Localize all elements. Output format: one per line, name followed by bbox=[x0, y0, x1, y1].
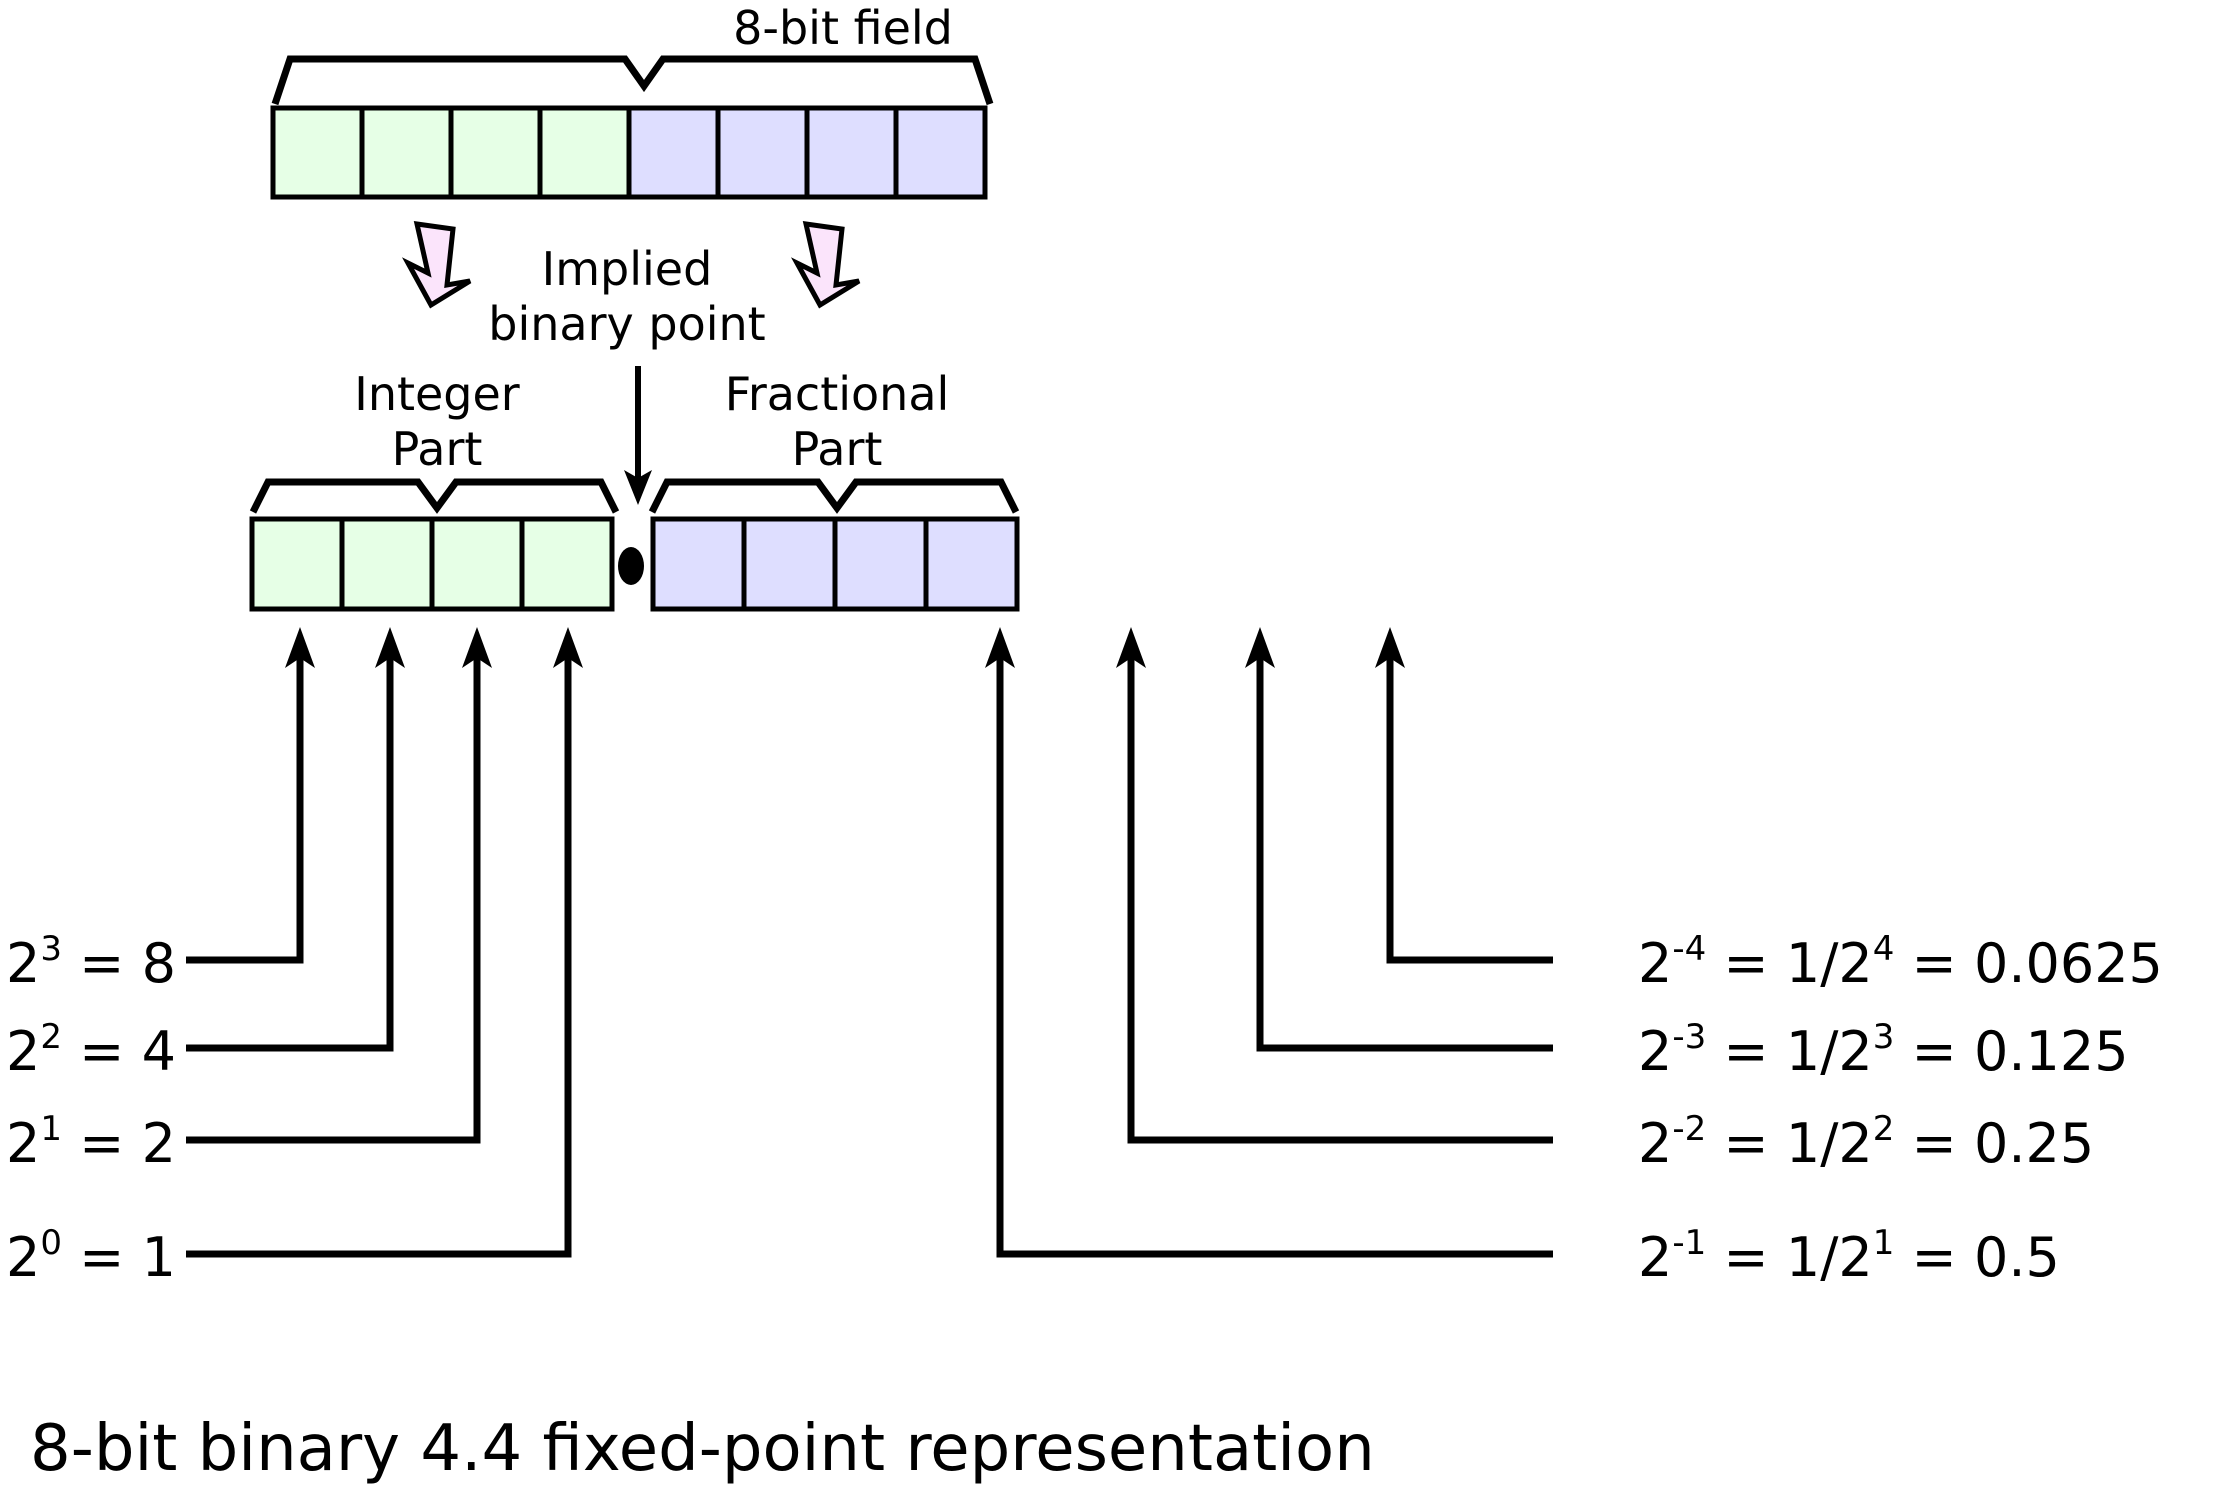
integer-weight-2: 21 = 2 bbox=[6, 1109, 176, 1175]
fractional-weight-1-exp: -3 bbox=[1672, 1017, 1706, 1057]
top-cell-int-1 bbox=[448, 105, 543, 200]
connector-frac-bit2 bbox=[1127, 655, 1553, 1144]
implied-label-line1: Implied bbox=[542, 242, 713, 296]
connector-frac-bit4 bbox=[1386, 655, 1553, 964]
fractional-part-label-line1: Fractional bbox=[725, 367, 950, 421]
fractional-weight-0-midexp: 4 bbox=[1873, 929, 1895, 969]
fractional-weight-3-base: 2 bbox=[1638, 1226, 1672, 1289]
fractional-weight-0-base: 2 bbox=[1638, 932, 1672, 995]
top-cell-frac-4 bbox=[893, 105, 988, 200]
fractional-weight-labels: 2-4 = 1/24 = 0.0625 2-3 = 1/23 = 0.125 2… bbox=[1638, 929, 2163, 1289]
diagram-caption: 8-bit binary 4.4 fixed-point representat… bbox=[30, 1412, 1375, 1486]
connector-frac-bit1 bbox=[996, 655, 1553, 1258]
arrowhead-int-bit2-icon bbox=[375, 627, 405, 668]
integer-weight-3-exp: 0 bbox=[40, 1223, 62, 1263]
integer-weight-labels: 23 = 8 22 = 4 21 = 2 20 = 1 bbox=[6, 929, 176, 1289]
fractional-weight-2-tail: = 0.25 bbox=[1894, 1112, 2094, 1175]
top-cell-int-0 bbox=[537, 105, 632, 200]
binary-point-dot-icon bbox=[618, 547, 644, 585]
integer-weight-3: 20 = 1 bbox=[6, 1223, 176, 1289]
integer-weight-2-base: 2 bbox=[6, 1112, 40, 1175]
integer-weight-3-base: 2 bbox=[6, 1226, 40, 1289]
implied-point-pointer-arrowhead-icon bbox=[624, 470, 652, 505]
frac-cell-bit2 bbox=[741, 516, 838, 612]
integer-part-label-line2: Part bbox=[392, 422, 483, 476]
int-cell-bit0 bbox=[519, 516, 615, 612]
integer-part-label-line1: Integer bbox=[354, 367, 520, 421]
fractional-weight-3-exp: -1 bbox=[1672, 1223, 1706, 1263]
connector-int-bit1 bbox=[186, 655, 481, 1144]
fractional-weight-2-midexp: 2 bbox=[1873, 1109, 1895, 1149]
fractional-weight-1-midexp: 3 bbox=[1873, 1017, 1895, 1057]
top-cell-frac-3 bbox=[804, 105, 899, 200]
fractional-part-label-line2: Part bbox=[792, 422, 883, 476]
arrowhead-frac-bit1-icon bbox=[985, 627, 1015, 668]
connector-int-bit0 bbox=[186, 655, 572, 1258]
top-cell-frac-1 bbox=[626, 105, 721, 200]
fractional-weight-3-tail: = 0.5 bbox=[1894, 1226, 2059, 1289]
frac-cell-bit4 bbox=[923, 516, 1020, 612]
split-arrow-right-icon bbox=[790, 221, 861, 309]
top-cell-int-3 bbox=[270, 105, 365, 200]
fractional-weight-1: 2-3 = 1/23 = 0.125 bbox=[1638, 1017, 2129, 1083]
fractional-weight-1-tail: = 0.125 bbox=[1894, 1020, 2128, 1083]
connector-frac-bit3 bbox=[1256, 655, 1553, 1052]
frac-cell-bit3 bbox=[832, 516, 929, 612]
fractional-weight-0: 2-4 = 1/24 = 0.0625 bbox=[1638, 929, 2163, 995]
fractional-weight-0-exp: -4 bbox=[1672, 929, 1706, 969]
arrowhead-frac-bit4-icon bbox=[1375, 627, 1405, 668]
fractional-weight-1-base: 2 bbox=[1638, 1020, 1672, 1083]
integer-weight-3-eq: = 1 bbox=[62, 1226, 176, 1289]
integer-weight-1-base: 2 bbox=[6, 1020, 40, 1083]
fractional-weight-3: 2-1 = 1/21 = 0.5 bbox=[1638, 1223, 2060, 1289]
int-cell-bit3 bbox=[249, 516, 345, 612]
fractional-weight-0-midpre: = 1/2 bbox=[1706, 932, 1872, 995]
integer-part-brace bbox=[249, 478, 620, 514]
integer-weight-0-eq: = 8 bbox=[62, 932, 176, 995]
fractional-weight-2-midpre: = 1/2 bbox=[1706, 1112, 1872, 1175]
fractional-weight-1-midpre: = 1/2 bbox=[1706, 1020, 1872, 1083]
integer-weight-1-eq: = 4 bbox=[62, 1020, 176, 1083]
connector-int-bit2 bbox=[186, 655, 394, 1052]
int-cell-bit1 bbox=[429, 516, 525, 612]
integer-weight-1-exp: 2 bbox=[40, 1017, 62, 1057]
integer-weight-0-base: 2 bbox=[6, 932, 40, 995]
top-bit-field bbox=[270, 105, 988, 200]
int-cell-bit2 bbox=[339, 516, 435, 612]
arrowhead-frac-bit3-icon bbox=[1245, 627, 1275, 668]
integer-weight-1: 22 = 4 bbox=[6, 1017, 176, 1083]
fractional-weight-2-base: 2 bbox=[1638, 1112, 1672, 1175]
top-cell-int-2 bbox=[359, 105, 454, 200]
fractional-weight-3-midpre: = 1/2 bbox=[1706, 1226, 1872, 1289]
fractional-weight-0-tail: = 0.0625 bbox=[1894, 932, 2163, 995]
implied-label-line2: binary point bbox=[488, 297, 765, 351]
arrowhead-int-bit1-icon bbox=[462, 627, 492, 668]
fractional-part-brace bbox=[648, 478, 1020, 514]
frac-cell-bit1 bbox=[650, 516, 747, 612]
integer-weight-0: 23 = 8 bbox=[6, 929, 176, 995]
fractional-bit-cells bbox=[650, 516, 1020, 612]
fractional-weight-3-midexp: 1 bbox=[1873, 1223, 1895, 1263]
integer-weight-0-exp: 3 bbox=[40, 929, 62, 969]
arrowhead-int-bit0-icon bbox=[553, 627, 583, 668]
arrowhead-frac-bit2-icon bbox=[1116, 627, 1146, 668]
integer-weight-2-eq: = 2 bbox=[62, 1112, 176, 1175]
top-cell-frac-2 bbox=[715, 105, 810, 200]
integer-weight-2-exp: 1 bbox=[40, 1109, 62, 1149]
split-arrow-left-icon bbox=[401, 221, 472, 309]
fractional-weight-2-exp: -2 bbox=[1672, 1109, 1706, 1149]
integer-bit-cells bbox=[249, 516, 615, 612]
eight-bit-field-title: 8-bit field bbox=[733, 1, 953, 55]
fractional-weight-2: 2-2 = 1/22 = 0.25 bbox=[1638, 1109, 2094, 1175]
arrowhead-int-bit3-icon bbox=[285, 627, 315, 668]
connector-int-bit3 bbox=[186, 655, 304, 964]
eight-bit-field-brace bbox=[271, 55, 994, 106]
